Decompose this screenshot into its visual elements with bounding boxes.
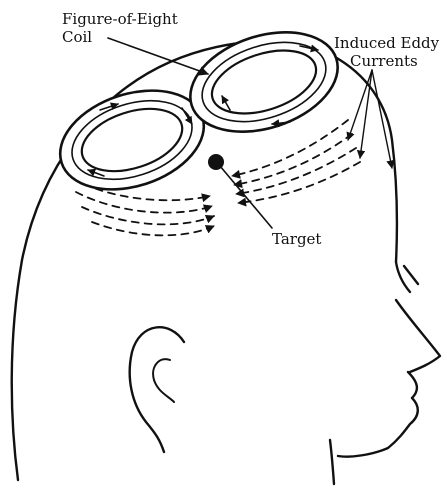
- eddy-label-line1: Induced Eddy: [334, 34, 440, 52]
- nose: [396, 300, 440, 372]
- target-label: Target: [272, 230, 321, 248]
- lips-chin: [338, 372, 418, 457]
- eddy-leader-line-3: [372, 70, 392, 168]
- target-leader-line: [220, 166, 272, 228]
- ear: [130, 327, 184, 452]
- eddy-leader-line-1: [348, 70, 372, 140]
- coil-label-line2: Coil: [62, 28, 92, 46]
- neck: [330, 440, 334, 484]
- brow-mark: [404, 266, 418, 284]
- ear-inner: [153, 359, 174, 402]
- eddy-label-line2: Currents: [350, 52, 418, 70]
- coil-label-line1: Figure-of-Eight: [62, 10, 178, 28]
